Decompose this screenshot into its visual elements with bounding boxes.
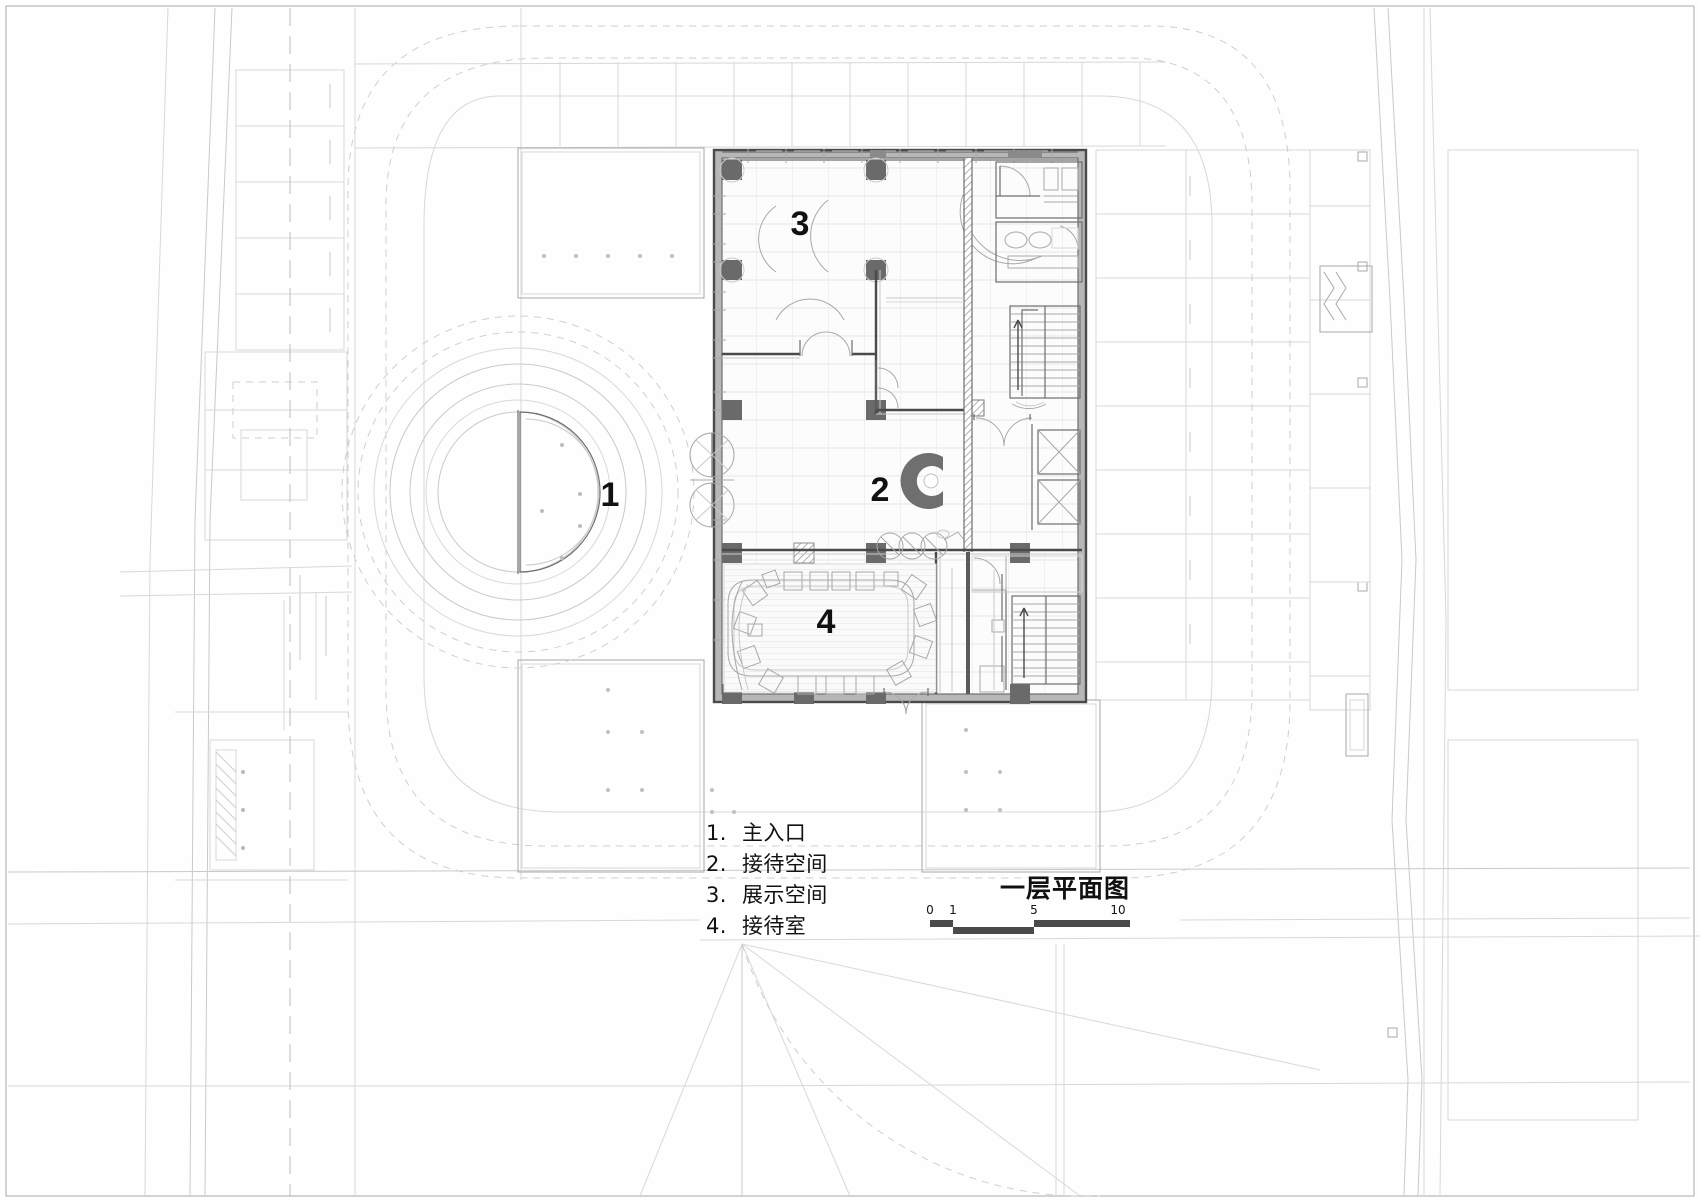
room-number-labels: 1 2 3 4 xyxy=(601,205,890,641)
west-wall-openings xyxy=(712,195,726,641)
reception-desk-area xyxy=(876,529,1003,692)
site-top-parking xyxy=(354,8,1167,1195)
room-label-4: 4 xyxy=(817,603,836,641)
site-circulation-loop xyxy=(347,25,1291,879)
legend-num-4: 4. xyxy=(706,914,727,938)
site-grid-guides xyxy=(289,8,1425,1196)
site-left-boundary xyxy=(144,7,233,1196)
legend-num-1: 1. xyxy=(706,821,727,845)
legend-item-2: 2. 接待空间 xyxy=(706,849,828,880)
scale-bar-graphic xyxy=(930,920,1130,934)
conference-chairs xyxy=(732,569,938,695)
site-right-buildings xyxy=(1309,7,1639,1197)
legend-label-4: 接待室 xyxy=(742,914,807,938)
legend-num-3: 3. xyxy=(706,883,727,907)
south-entrance-doors xyxy=(883,688,929,715)
site-bottom xyxy=(7,867,1700,1197)
scale-tick-10: 10 xyxy=(1110,903,1126,917)
north-curtain-wall xyxy=(722,149,1078,163)
drawing-title: 一层平面图 xyxy=(1000,874,1131,903)
legend-item-1: 1. 主入口 xyxy=(706,818,828,849)
service-core-north xyxy=(995,161,1083,283)
reception-room-4 xyxy=(723,563,938,695)
room-label-1: 1 xyxy=(601,476,620,514)
stair-lower xyxy=(991,590,1081,690)
south-east-rooms xyxy=(971,555,1083,593)
stair-upper xyxy=(1009,305,1081,410)
scale-tick-5: 5 xyxy=(1030,903,1038,917)
legend-label-1: 主入口 xyxy=(742,821,807,845)
entry-vestibule xyxy=(689,432,735,528)
scale-tick-1: 1 xyxy=(949,903,957,917)
legend-label-3: 展示空间 xyxy=(742,883,828,907)
legend-list: 1. 主入口 2. 接待空间 3. 展示空间 4. 接待室 xyxy=(706,818,828,942)
elevator-shafts xyxy=(1031,424,1081,530)
room-label-3: 3 xyxy=(791,205,810,243)
room-label-2: 2 xyxy=(871,471,890,509)
entrance-half-disc xyxy=(517,410,601,574)
legend-num-2: 2. xyxy=(706,852,727,876)
legend-label-2: 接待空间 xyxy=(742,852,828,876)
plaza-upper-block xyxy=(517,147,705,299)
legend-item-3: 3. 展示空间 xyxy=(706,880,828,911)
legend-item-4: 4. 接待室 xyxy=(706,911,828,942)
corridor-double-door xyxy=(973,414,1033,447)
reception-stools xyxy=(876,532,948,560)
c-logo-mark xyxy=(900,453,943,509)
scale-bar: 0 1 5 10 xyxy=(926,903,1130,937)
plaza-lower-block xyxy=(517,659,736,873)
scale-tick-0: 0 xyxy=(926,903,934,917)
